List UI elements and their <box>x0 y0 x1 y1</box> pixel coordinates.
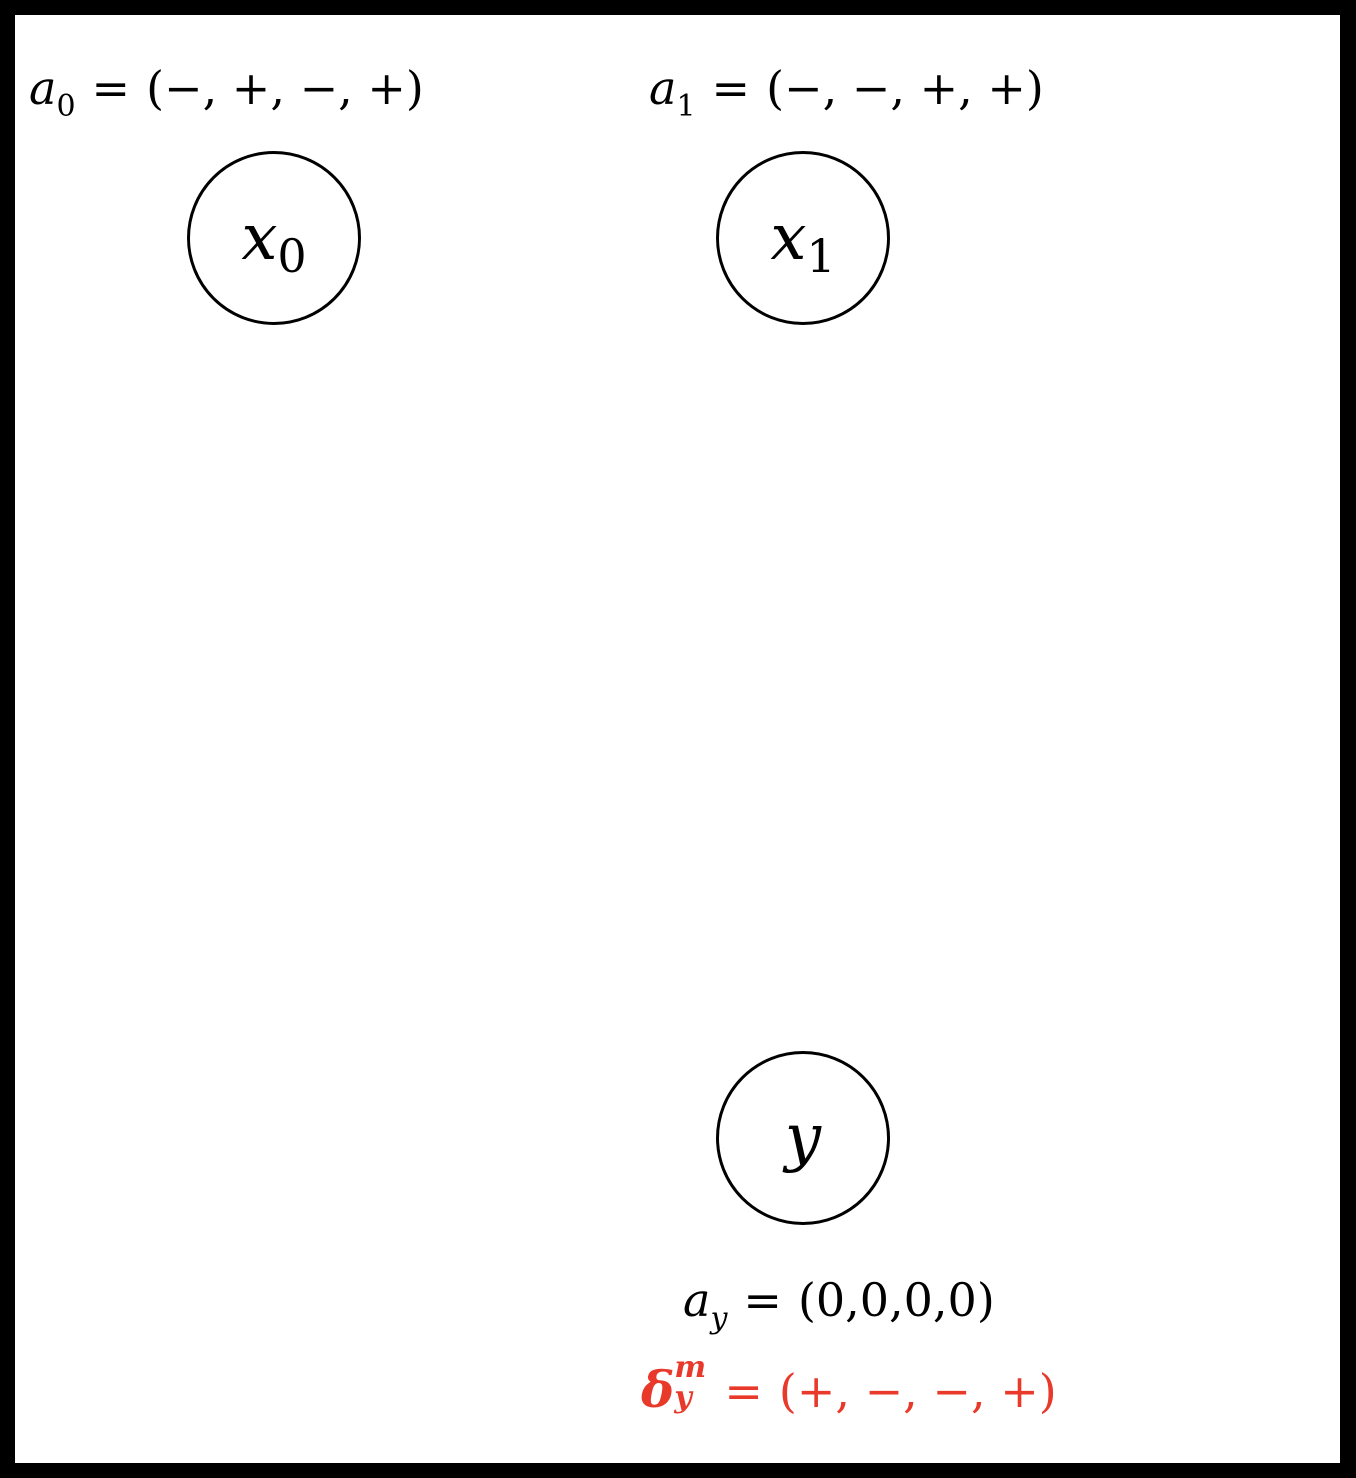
annotation-value: (−, +, −, +) <box>146 61 424 115</box>
annotation-subscript: 1 <box>676 89 696 124</box>
node-symbol: x <box>770 201 807 275</box>
equals-sign: = <box>91 61 131 115</box>
delta-superscript: m <box>674 1350 707 1385</box>
annotation-subscript: 0 <box>56 89 76 124</box>
node-y-annotation: ay=(0,0,0,0) <box>683 1277 995 1334</box>
node-symbol: y <box>784 1101 822 1175</box>
annotation-var: a <box>649 61 677 115</box>
node-x0-annotation: a0=(−, +, −, +) <box>29 65 424 122</box>
node-subscript: 0 <box>277 229 307 283</box>
node-y: y <box>716 1051 890 1225</box>
equals-sign: = <box>711 61 751 115</box>
delta-value: (+, −, −, +) <box>778 1364 1057 1418</box>
annotation-value: (−, −, +, +) <box>766 61 1044 115</box>
equals-sign: = <box>724 1364 763 1418</box>
equals-sign: = <box>743 1273 782 1327</box>
annotation-var: a <box>683 1273 711 1327</box>
node-subscript: 1 <box>806 229 836 283</box>
annotation-var: a <box>29 61 57 115</box>
node-x1-annotation: a1=(−, −, +, +) <box>649 65 1044 122</box>
annotation-value: (0,0,0,0) <box>797 1273 995 1327</box>
delta-subscript: y <box>674 1380 692 1415</box>
annotation-subscript: y <box>710 1301 728 1336</box>
node-symbol: x <box>241 201 278 275</box>
delta-var: δ <box>641 1360 675 1419</box>
